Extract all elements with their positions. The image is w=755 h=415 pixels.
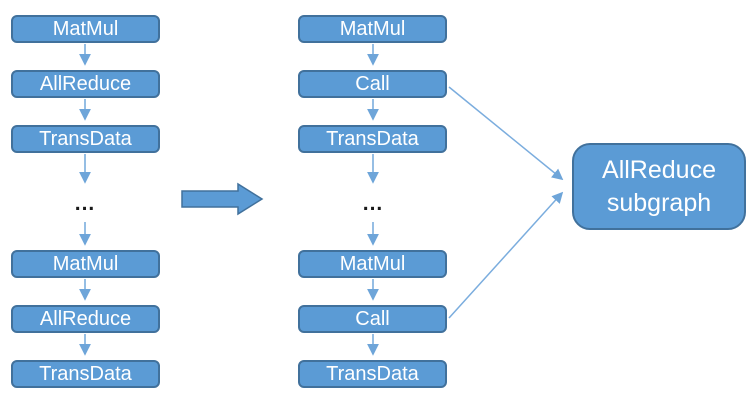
node-left-transdata-2: TransData	[11, 360, 160, 388]
call-to-subgraph-connectors	[448, 86, 564, 319]
middle-ellipsis: ...	[362, 191, 384, 215]
node-left-allreduce-2: AllReduce	[11, 305, 160, 333]
node-left-allreduce-1: AllReduce	[11, 70, 160, 98]
subgraph-label-line2: subgraph	[606, 188, 712, 217]
node-mid-matmul-2: MatMul	[298, 250, 447, 278]
node-mid-call-2: Call	[298, 305, 447, 333]
big-right-arrow	[181, 182, 264, 216]
node-mid-transdata-1: TransData	[298, 125, 447, 153]
node-allreduce-subgraph: AllReduce subgraph	[572, 143, 746, 230]
subgraph-label-line1: AllReduce	[602, 155, 716, 184]
arrow-call1-subgraph	[448, 86, 564, 181]
node-left-transdata-1: TransData	[11, 125, 160, 153]
node-mid-call-1: Call	[298, 70, 447, 98]
node-left-matmul-2: MatMul	[11, 250, 160, 278]
node-mid-transdata-2: TransData	[298, 360, 447, 388]
left-ellipsis: ...	[74, 191, 96, 215]
node-mid-matmul-1: MatMul	[298, 15, 447, 43]
arrow-call2-subgraph	[448, 191, 564, 319]
node-left-matmul-1: MatMul	[11, 15, 160, 43]
